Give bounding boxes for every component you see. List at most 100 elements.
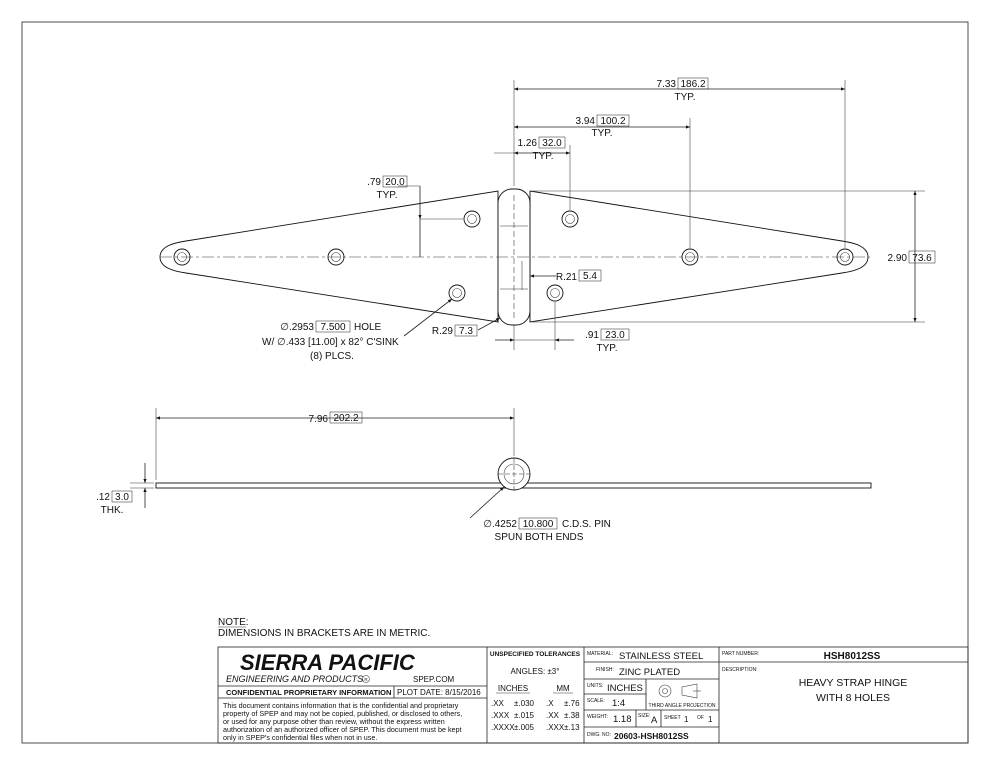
dim-079-typ: TYP. <box>377 190 398 201</box>
company-name: SIERRA PACIFIC <box>240 650 416 675</box>
dim-091-mm: 23.0 <box>605 330 625 341</box>
finish-label: FINISH: <box>596 667 614 673</box>
dim-126-typ: TYP. <box>533 151 554 162</box>
website: SPEP.COM <box>413 675 455 684</box>
dim-r029: R.29 <box>432 326 454 337</box>
svg-text:.XX: .XX <box>546 711 560 720</box>
dim-012-thk: THK. <box>101 505 124 516</box>
dim-126-mm: 32.0 <box>542 138 562 149</box>
right-strap <box>529 190 869 323</box>
hole-3 <box>463 210 481 228</box>
weight-value: 1.18 <box>613 714 632 725</box>
dim-r029-mm: 7.3 <box>459 326 473 337</box>
units-value: INCHES <box>607 683 643 694</box>
dim-r021: R.21 <box>556 272 578 283</box>
part-label: PART NUMBER: <box>722 651 759 657</box>
finish-value: ZINC PLATED <box>619 667 680 678</box>
dim-394-typ: TYP. <box>592 128 613 139</box>
hole-5 <box>561 210 579 228</box>
dim-796-mm: 202.2 <box>333 413 358 424</box>
svg-text:±.005: ±.005 <box>514 723 535 732</box>
dim-091-typ: TYP. <box>597 343 618 354</box>
dim-290: 2.90 <box>888 253 908 264</box>
confidential-label: CONFIDENTIAL PROPRIETARY INFORMATION <box>226 688 391 697</box>
svg-text:.XX: .XX <box>491 699 505 708</box>
svg-text:.X: .X <box>546 699 554 708</box>
dim-126: 1.26 <box>518 138 538 149</box>
note-text: DIMENSIONS IN BRACKETS ARE IN METRIC. <box>218 628 430 639</box>
svg-text:∅.2953: ∅.2953 <box>280 322 314 333</box>
dwg-number: 20603-HSH8012SS <box>614 731 689 741</box>
dwg-label: DWG. NO: <box>587 732 611 738</box>
svg-text:This document contains informa: This document contains information that … <box>223 701 459 710</box>
size-label: SIZE: <box>638 713 651 719</box>
hole-4 <box>448 284 466 302</box>
svg-text:.XXXX: .XXXX <box>491 723 515 732</box>
units-label: UNITS: <box>587 683 603 689</box>
desc-label: DESCRIPTION: <box>722 667 758 673</box>
svg-text:or used for any purpose other: or used for any purpose other than revie… <box>223 717 445 726</box>
svg-text:.XXX: .XXX <box>546 723 565 732</box>
tol-inches-header: INCHES <box>498 684 528 693</box>
company-sub: ENGINEERING AND PRODUCTS <box>226 674 363 684</box>
material-value: STAINLESS STEEL <box>619 651 703 662</box>
of-label: OF <box>697 715 704 721</box>
dim-r021-mm: 5.4 <box>583 271 597 282</box>
sheet-total: 1 <box>708 715 713 724</box>
sheet-border <box>21 21 969 744</box>
svg-text:only in SPEP's confidential fi: only in SPEP's confidential files when n… <box>223 733 377 742</box>
dim-012: .12 <box>96 492 110 503</box>
dim-733-typ: TYP. <box>675 92 696 103</box>
tolerances-angles: ANGLES: ±3° <box>511 667 560 676</box>
svg-text:HOLE: HOLE <box>354 322 382 333</box>
svg-text:(8) PLCS.: (8) PLCS. <box>310 351 354 362</box>
svg-text:±.38: ±.38 <box>564 711 580 720</box>
registered-mark: R <box>364 677 368 682</box>
hinge-top-view <box>159 188 870 326</box>
svg-text:10.800: 10.800 <box>523 519 554 530</box>
part-number: HSH8012SS <box>824 651 881 662</box>
dim-290-mm: 73.6 <box>912 253 932 264</box>
dim-091: .91 <box>585 330 599 341</box>
dim-394-mm: 100.2 <box>600 116 625 127</box>
dim-079: .79 <box>367 177 381 188</box>
title-block: SIERRA PACIFIC ENGINEERING AND PRODUCTS … <box>217 646 969 744</box>
description-line-1: HEAVY STRAP HINGE <box>799 677 908 689</box>
tol-mm-header: MM <box>556 684 570 693</box>
sheet-label: SHEET <box>664 715 681 721</box>
pin-note: ∅.4252 10.800 C.D.S. PIN SPUN BOTH ENDS <box>483 517 611 543</box>
dim-394: 3.94 <box>576 116 596 127</box>
description-line-2: WITH 8 HOLES <box>816 692 890 704</box>
svg-text:7.500: 7.500 <box>320 322 345 333</box>
svg-text:W/ ∅.433 [11.00] x 82° C'SINK: W/ ∅.433 [11.00] x 82° C'SINK <box>262 337 399 348</box>
hole-note: ∅.2953 7.500 HOLE W/ ∅.433 [11.00] x 82°… <box>262 320 399 362</box>
svg-text:±.76: ±.76 <box>564 699 580 708</box>
third-angle-projection-icon <box>658 683 701 699</box>
sheet-value: 1 <box>684 715 689 724</box>
svg-text:property of SPEP and may not b: property of SPEP and may not be copied, … <box>223 709 462 718</box>
svg-text:SPUN BOTH ENDS: SPUN BOTH ENDS <box>495 532 584 543</box>
confidential-text: This document contains information that … <box>223 701 462 742</box>
hole-6 <box>546 284 564 302</box>
dim-733: 7.33 <box>657 79 677 90</box>
dim-733-mm: 186.2 <box>680 79 705 90</box>
svg-text:±.015: ±.015 <box>514 711 535 720</box>
dim-796: 7.96 <box>309 414 329 425</box>
dim-012-mm: 3.0 <box>115 492 129 503</box>
svg-text:±.030: ±.030 <box>514 699 535 708</box>
dim-079-mm: 20.0 <box>385 177 405 188</box>
tolerances-title: UNSPECIFIED TOLERANCES <box>490 651 581 658</box>
plot-date: PLOT DATE: 8/15/2016 <box>397 688 481 697</box>
size-value: A <box>651 715 658 726</box>
svg-text:±.13: ±.13 <box>564 723 580 732</box>
scale-label: SCALE: <box>587 698 605 704</box>
note-title: NOTE: <box>218 617 249 628</box>
svg-text:.XXX: .XXX <box>491 711 510 720</box>
svg-text:∅.4252: ∅.4252 <box>483 519 517 530</box>
svg-text:authorization of an authorized: authorization of an authorized officer o… <box>223 725 462 734</box>
scale-value: 1:4 <box>612 698 625 709</box>
svg-text:C.D.S. PIN: C.D.S. PIN <box>562 519 611 530</box>
weight-label: WEIGHT: <box>587 714 608 720</box>
hinge-side-view <box>155 457 872 491</box>
